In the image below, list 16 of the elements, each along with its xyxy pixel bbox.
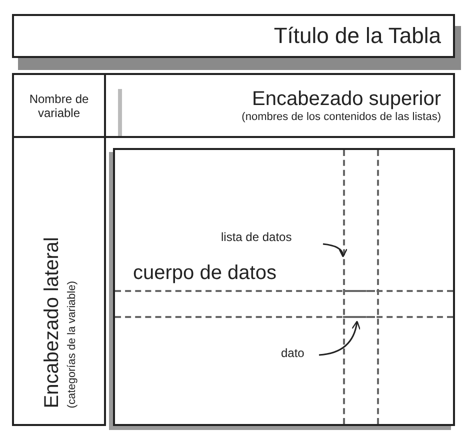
header-cell (12, 136, 106, 426)
leader-label: dato (281, 346, 306, 360)
header-cell-text: Nombre de variable (28, 92, 90, 120)
body-label: cuerpo de datos (133, 262, 276, 285)
leader-arrow (322, 243, 347, 258)
table-title: Título de la Tabla (274, 23, 441, 49)
side-header-subtitle: (categorías de la variable) (66, 280, 78, 408)
header-cell (12, 73, 106, 138)
side-header-title: Encabezado lateral (40, 236, 64, 408)
data-column (343, 150, 379, 424)
data-cell (343, 290, 375, 318)
header-cell (104, 73, 455, 138)
leader-label: lista de datos (221, 230, 293, 244)
leader-arrow (318, 320, 360, 356)
header-subtitle: (nombres de los contenidos de las listas) (242, 111, 441, 123)
header-title: Encabezado superior (252, 88, 441, 111)
